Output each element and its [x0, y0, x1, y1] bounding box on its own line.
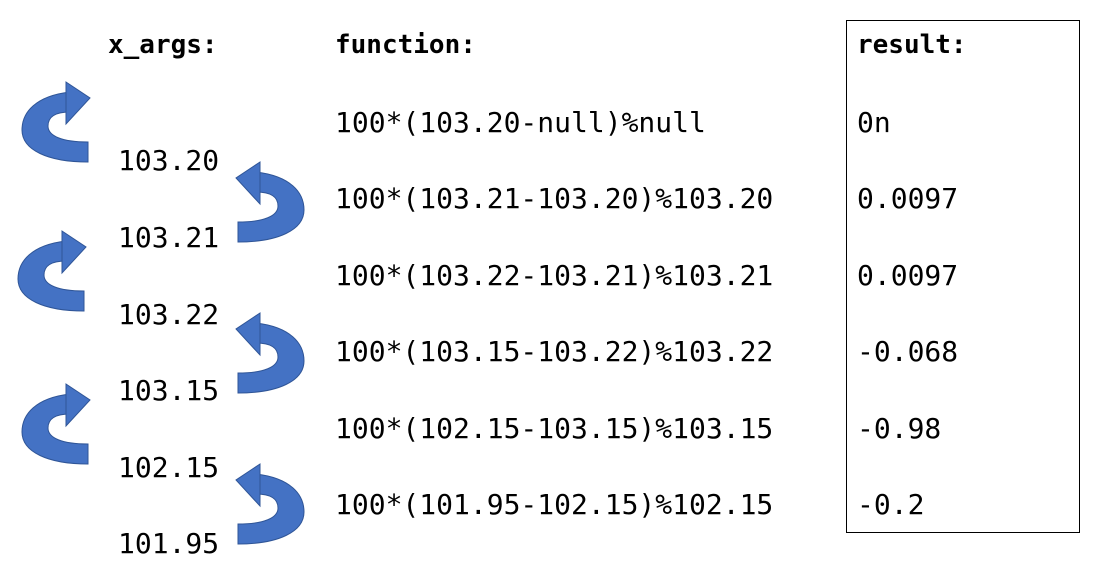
x-arg-value: 103.21 [118, 221, 220, 254]
function-expression: 100*(101.95-102.15)%102.15 [335, 488, 774, 521]
function-expression: 100*(103.22-103.21)%103.21 [335, 259, 774, 292]
result-box [846, 20, 1080, 533]
result-value: -0.98 [857, 412, 942, 445]
curved-arrow-left-icon [235, 312, 305, 394]
curved-arrow-left-icon [235, 463, 305, 545]
function-expression: 100*(102.15-103.15)%103.15 [335, 412, 774, 445]
result-value: -0.068 [857, 335, 959, 368]
result-value: 0n [857, 106, 891, 139]
result-value: -0.2 [857, 488, 925, 521]
x-arg-value: 103.22 [118, 298, 220, 331]
curved-arrow-right-icon [17, 230, 87, 312]
function-header: function: [335, 30, 476, 60]
x-arg-value: 103.15 [118, 374, 220, 407]
result-header: result: [857, 30, 967, 60]
curved-arrow-left-icon [235, 161, 305, 243]
curved-arrow-right-icon [21, 383, 91, 465]
function-expression: 100*(103.20-null)%null [335, 106, 706, 139]
result-value: 0.0097 [857, 182, 959, 215]
x-arg-value: 103.20 [118, 144, 220, 177]
x-arg-value: 102.15 [118, 451, 220, 484]
result-value: 0.0097 [857, 259, 959, 292]
function-expression: 100*(103.15-103.22)%103.22 [335, 335, 774, 368]
x-args-header: x_args: [108, 30, 218, 60]
function-expression: 100*(103.21-103.20)%103.20 [335, 182, 774, 215]
x-arg-value: 101.95 [118, 527, 220, 560]
curved-arrow-right-icon [21, 81, 91, 163]
